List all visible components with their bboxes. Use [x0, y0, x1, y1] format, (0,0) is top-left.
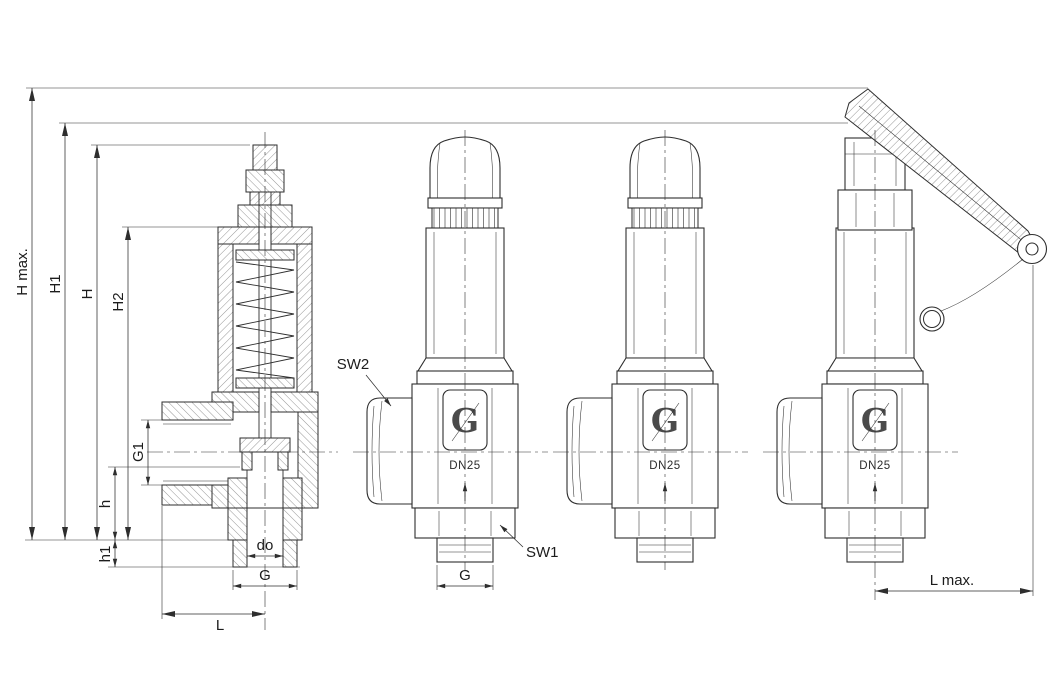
pull-ring-inner — [923, 310, 941, 328]
callout-sw1-leader — [499, 524, 524, 548]
body-bottom-right — [282, 477, 303, 509]
callout-sw1-label: SW1 — [526, 544, 559, 561]
bonnet-wall-right — [296, 243, 313, 393]
leader-callouts: SW2 SW1 — [337, 356, 559, 561]
dim-h-max-label: H max. — [14, 248, 31, 296]
dim-h-label: H — [79, 289, 96, 300]
extension-lines — [25, 87, 1034, 619]
callout-sw2-label: SW2 — [337, 356, 370, 373]
dimensions: H max. H1 H H2 G1 h h1 do G L G L max. — [14, 88, 1033, 634]
inlet-hex-wall-right — [282, 507, 303, 541]
valve3-body — [567, 228, 718, 562]
dim-g2-label: G — [459, 567, 471, 584]
valve1-cross-section — [161, 144, 319, 568]
callout-sw2-leader — [365, 374, 392, 407]
dim-g1-label: G1 — [130, 442, 147, 462]
inlet-hex-wall-left — [227, 507, 248, 541]
dim-h-small-label: h — [97, 500, 114, 508]
valve4-body — [777, 228, 928, 562]
bonnet-flange-right — [270, 226, 313, 245]
seal-wire — [940, 258, 1024, 312]
body-flange-right — [270, 391, 319, 413]
body-bottom-left — [227, 477, 248, 509]
dim-l-label: L — [216, 617, 224, 634]
bonnet-flange-left — [217, 226, 260, 245]
dim-l-max-label: L max. — [930, 572, 974, 589]
centerlines — [147, 130, 958, 630]
dim-h1-label: H1 — [47, 274, 64, 293]
inlet-stub-wall-right — [282, 539, 298, 568]
valve2-body — [367, 228, 518, 562]
spring-coil — [235, 261, 295, 379]
bonnet-wall-left — [217, 243, 234, 393]
dim-do-label: do — [257, 537, 274, 554]
dim-h2-label: H2 — [110, 292, 127, 311]
dim-h1-small-label: h1 — [97, 546, 114, 563]
seat-ring-left — [241, 451, 253, 471]
outlet-port-wall-upper — [161, 401, 234, 421]
inlet-stub-wall-left — [232, 539, 248, 568]
dim-g-label: G — [259, 567, 271, 584]
seat-ring-right — [277, 451, 289, 471]
lever-eye-hole — [1025, 242, 1039, 256]
pull-ring — [919, 306, 945, 332]
